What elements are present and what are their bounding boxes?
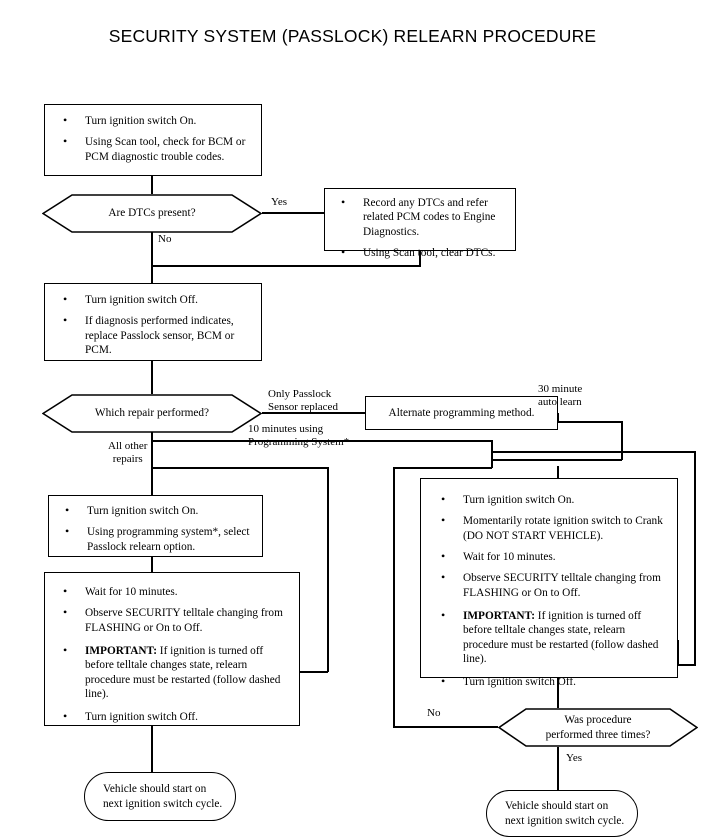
edge-label-yes: Yes xyxy=(566,752,583,764)
edge-label-no: No xyxy=(427,707,441,719)
node-label: Was procedure performed three times? xyxy=(545,714,651,741)
bullet-item: Turn ignition switch Off. xyxy=(433,674,665,690)
edge-label-all-other-repairs: All other repairs xyxy=(108,440,148,466)
node-terminator-right: Vehicle should start on next ignition sw… xyxy=(486,790,638,837)
node-dtc-decision: Are DTCs present? xyxy=(42,194,262,233)
important-note: IMPORTANT: If ignition is turned off bef… xyxy=(433,608,665,666)
page-title: SECURITY SYSTEM (PASSLOCK) RELEARN PROCE… xyxy=(108,26,597,46)
bullet-item: Momentarily rotate ignition switch to Cr… xyxy=(433,513,665,543)
important-text: If ignition is turned off before telltal… xyxy=(463,610,659,666)
bullet-item: Turn ignition switch Off. xyxy=(55,292,251,308)
edge-label-no: No xyxy=(158,233,172,245)
node-right-crank-procedure: Turn ignition switch On. Momentarily rot… xyxy=(420,478,678,690)
bullet-item: Turn ignition switch On. xyxy=(57,503,254,519)
bullet-item: Turn ignition switch On. xyxy=(433,492,665,508)
bullet-item: Using Scan tool, clear DTCs. xyxy=(333,245,507,261)
edge-label-10-minutes-programming: 10 minutes using Programming System* xyxy=(248,423,350,449)
bullet-item: Record any DTCs and refer related PCM co… xyxy=(333,195,507,239)
node-terminator-left: Vehicle should start on next ignition sw… xyxy=(84,772,236,821)
important-note: IMPORTANT: If ignition is turned off bef… xyxy=(55,643,289,701)
node-ignition-off-replace: Turn ignition switch Off. If diagnosis p… xyxy=(44,283,262,361)
node-three-times-decision: Was procedure performed three times? xyxy=(498,708,698,747)
edge-label-only-passlock-sensor: Only Passlock Sensor replaced xyxy=(268,388,338,414)
bullet-item: If diagnosis performed indicates, replac… xyxy=(55,313,251,357)
bullet-item: Wait for 10 minutes. xyxy=(433,549,665,565)
bullet-item: Observe SECURITY telltale changing from … xyxy=(55,605,289,635)
node-left-programming-on: Turn ignition switch On. Using programmi… xyxy=(48,495,263,557)
bullet-item: Observe SECURITY telltale changing from … xyxy=(433,570,665,600)
bullet-item: Using programming system*, select Passlo… xyxy=(57,524,254,554)
node-label: Vehicle should start on next ignition sw… xyxy=(505,799,625,827)
node-label: Are DTCs present? xyxy=(108,207,196,220)
edge-label-yes: Yes xyxy=(271,196,288,208)
node-label: Alternate programming method. xyxy=(388,406,535,419)
bullet-item: Using Scan tool, check for BCM or PCM di… xyxy=(55,134,251,164)
node-left-wait-observe: Wait for 10 minutes. Observe SECURITY te… xyxy=(44,572,300,726)
important-text: If ignition is turned off before telltal… xyxy=(85,645,281,701)
important-label: IMPORTANT: xyxy=(85,645,157,658)
node-which-repair-decision: Which repair performed? xyxy=(42,394,262,433)
bullet-item: Wait for 10 minutes. xyxy=(55,584,289,600)
node-label: Which repair performed? xyxy=(94,407,210,420)
node-label: Vehicle should start on next ignition sw… xyxy=(103,782,223,810)
node-alternate-programming-method: Alternate programming method. xyxy=(365,396,558,430)
bullet-item: Turn ignition switch On. xyxy=(55,113,251,129)
important-label: IMPORTANT: xyxy=(463,610,535,623)
bullet-item: Turn ignition switch Off. xyxy=(55,709,289,725)
edge-label-30-minute-auto-learn: 30 minute auto learn xyxy=(538,383,583,409)
node-start-check: Turn ignition switch On. Using Scan tool… xyxy=(44,104,262,176)
node-record-dtcs: Record any DTCs and refer related PCM co… xyxy=(324,188,516,261)
